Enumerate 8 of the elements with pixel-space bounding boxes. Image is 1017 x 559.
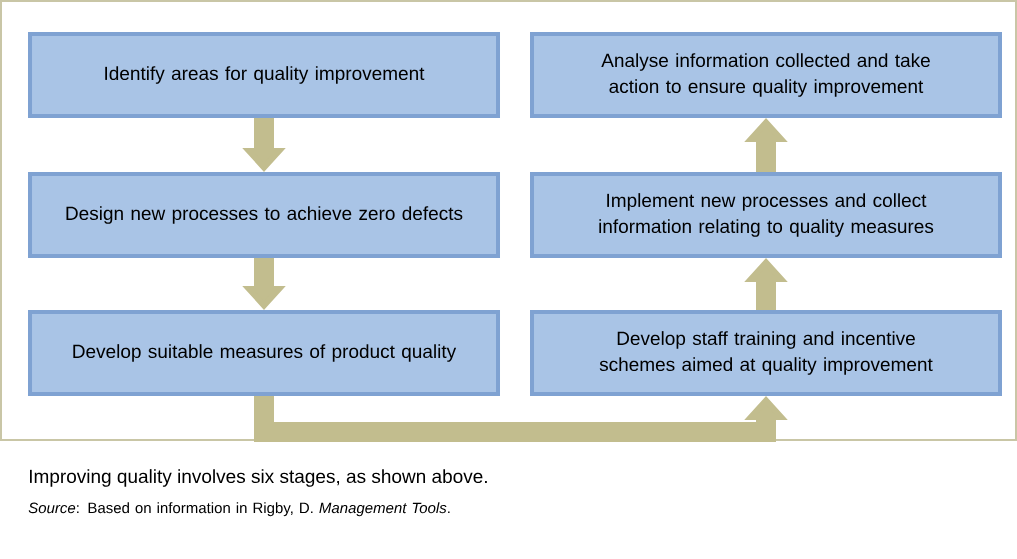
- source-note: Source: Based on information in Rigby, D. Management Tools.: [28, 502, 450, 517]
- process-box: Develop staff training and incentive schemes aimed at quality improvement: [530, 310, 1002, 396]
- caption: Improving quality involves six stages, as shown above.: [29, 469, 487, 487]
- process-box: Design new processes to achieve zero defects: [28, 172, 500, 258]
- process-box: Identify areas for quality improvement: [28, 32, 500, 118]
- process-box: Develop suitable measures of product quality: [28, 310, 500, 396]
- process-box: Analyse information collected and take action to ensure quality improvement: [530, 32, 1002, 118]
- process-box: Implement new processes and collect information relating to quality measures: [530, 172, 1002, 258]
